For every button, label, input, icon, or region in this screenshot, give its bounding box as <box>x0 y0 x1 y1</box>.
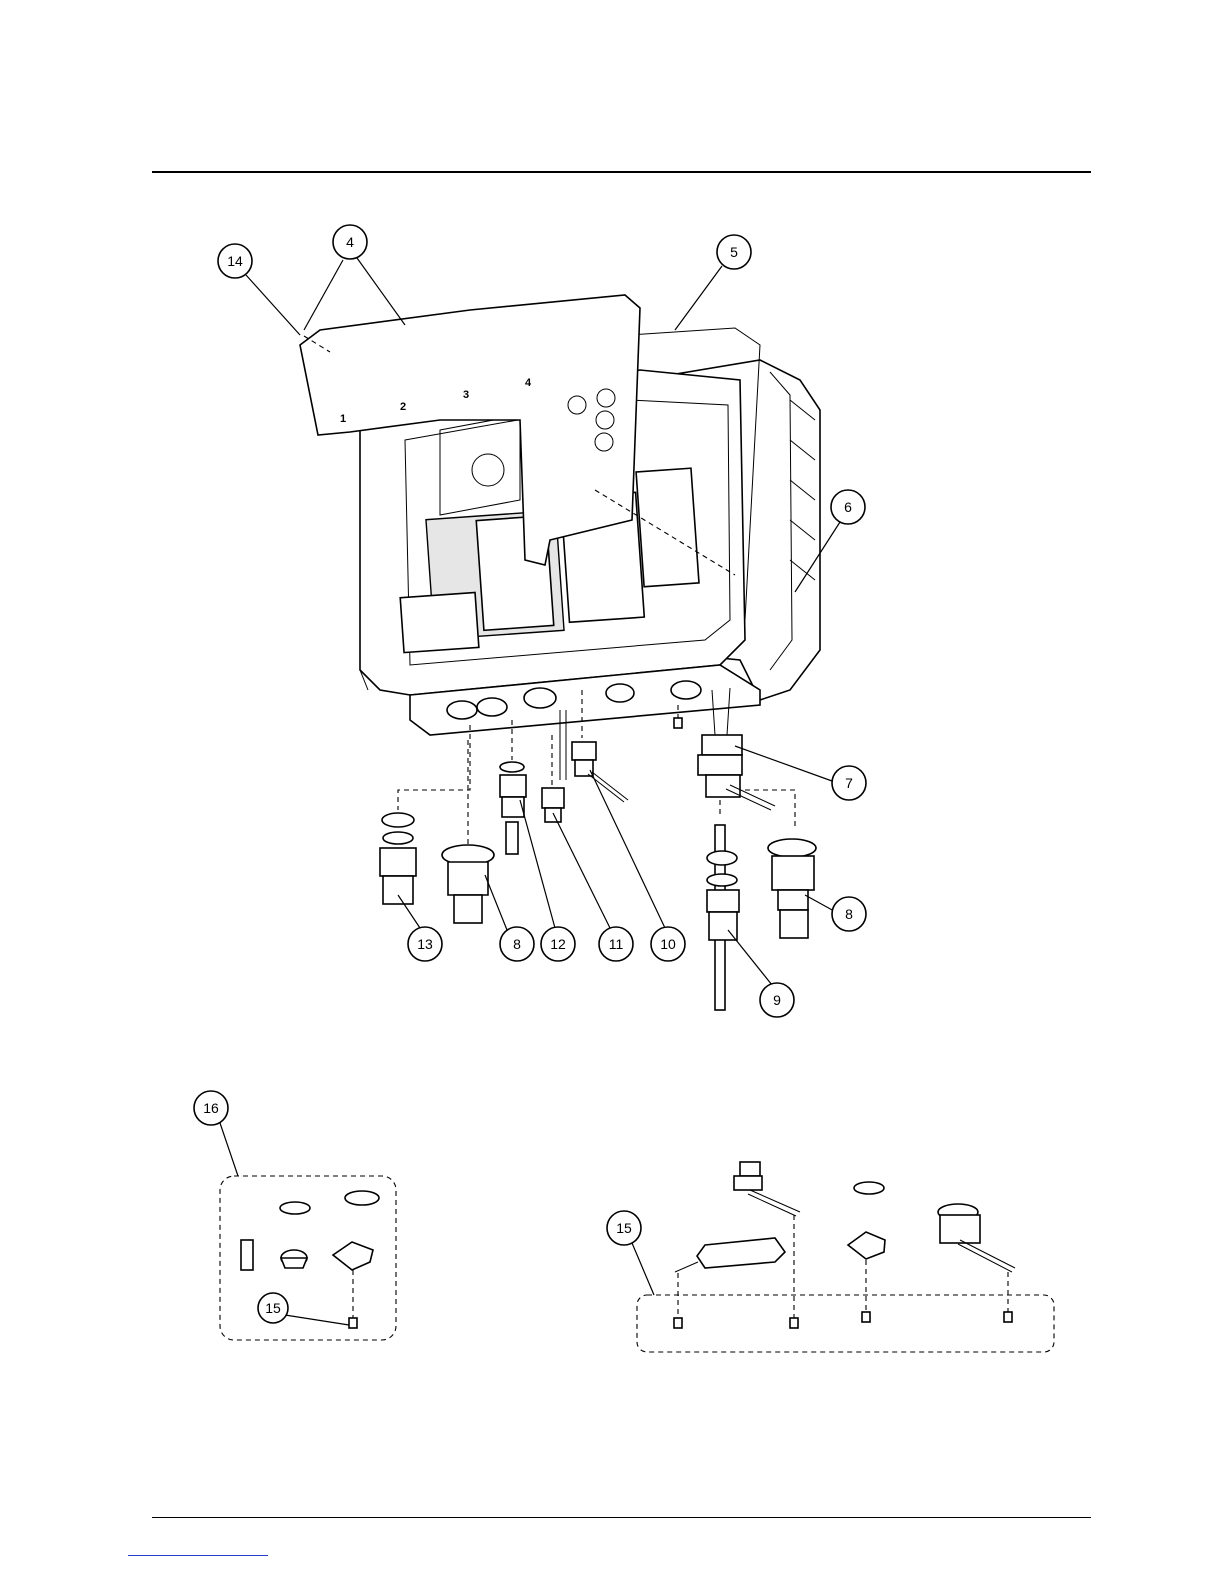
callout-15-kit16: 15 <box>258 1293 288 1323</box>
kit-16-box <box>220 1176 396 1340</box>
callout-15-kit15: 15 <box>607 1211 641 1245</box>
cable-gland-11 <box>542 710 566 822</box>
svg-text:16: 16 <box>203 1100 219 1116</box>
svg-text:15: 15 <box>616 1220 632 1236</box>
svg-text:10: 10 <box>660 936 676 952</box>
slot-label-1: 1 <box>340 413 346 425</box>
blanking-plug-8-left <box>442 740 494 923</box>
svg-text:6: 6 <box>844 499 852 515</box>
callout-4: 4 <box>333 225 367 259</box>
callout-13: 13 <box>408 927 442 961</box>
slot-label-2: 2 <box>400 401 406 413</box>
svg-text:8: 8 <box>845 906 853 922</box>
callout-5: 5 <box>717 235 751 269</box>
callout-12: 12 <box>541 927 575 961</box>
svg-text:9: 9 <box>773 992 781 1008</box>
callout-6: 6 <box>831 490 865 524</box>
slot-label-3: 3 <box>463 389 469 401</box>
blanking-plug-8-right <box>768 839 816 938</box>
svg-text:15: 15 <box>265 1300 281 1316</box>
slot-label-4: 4 <box>525 377 532 389</box>
callout-11: 11 <box>599 927 633 961</box>
callout-16: 16 <box>194 1091 228 1125</box>
svg-text:12: 12 <box>550 936 566 952</box>
callout-7: 7 <box>832 766 866 800</box>
svg-text:11: 11 <box>609 936 624 952</box>
callout-8-left: 8 <box>500 927 534 961</box>
kit-15-box <box>637 1162 1054 1352</box>
cable-gland-9 <box>707 825 739 1010</box>
callout-14: 14 <box>218 244 252 278</box>
svg-text:4: 4 <box>346 234 354 250</box>
callout-10: 10 <box>651 927 685 961</box>
callout-9: 9 <box>760 983 794 1017</box>
svg-text:5: 5 <box>730 244 738 260</box>
svg-text:14: 14 <box>227 253 243 269</box>
cable-gland-12 <box>500 720 526 854</box>
svg-text:13: 13 <box>417 936 433 952</box>
svg-text:8: 8 <box>513 936 521 952</box>
callout-8-right: 8 <box>832 897 866 931</box>
svg-text:7: 7 <box>845 775 853 791</box>
enclosure-housing: 1 2 3 4 <box>300 295 820 735</box>
